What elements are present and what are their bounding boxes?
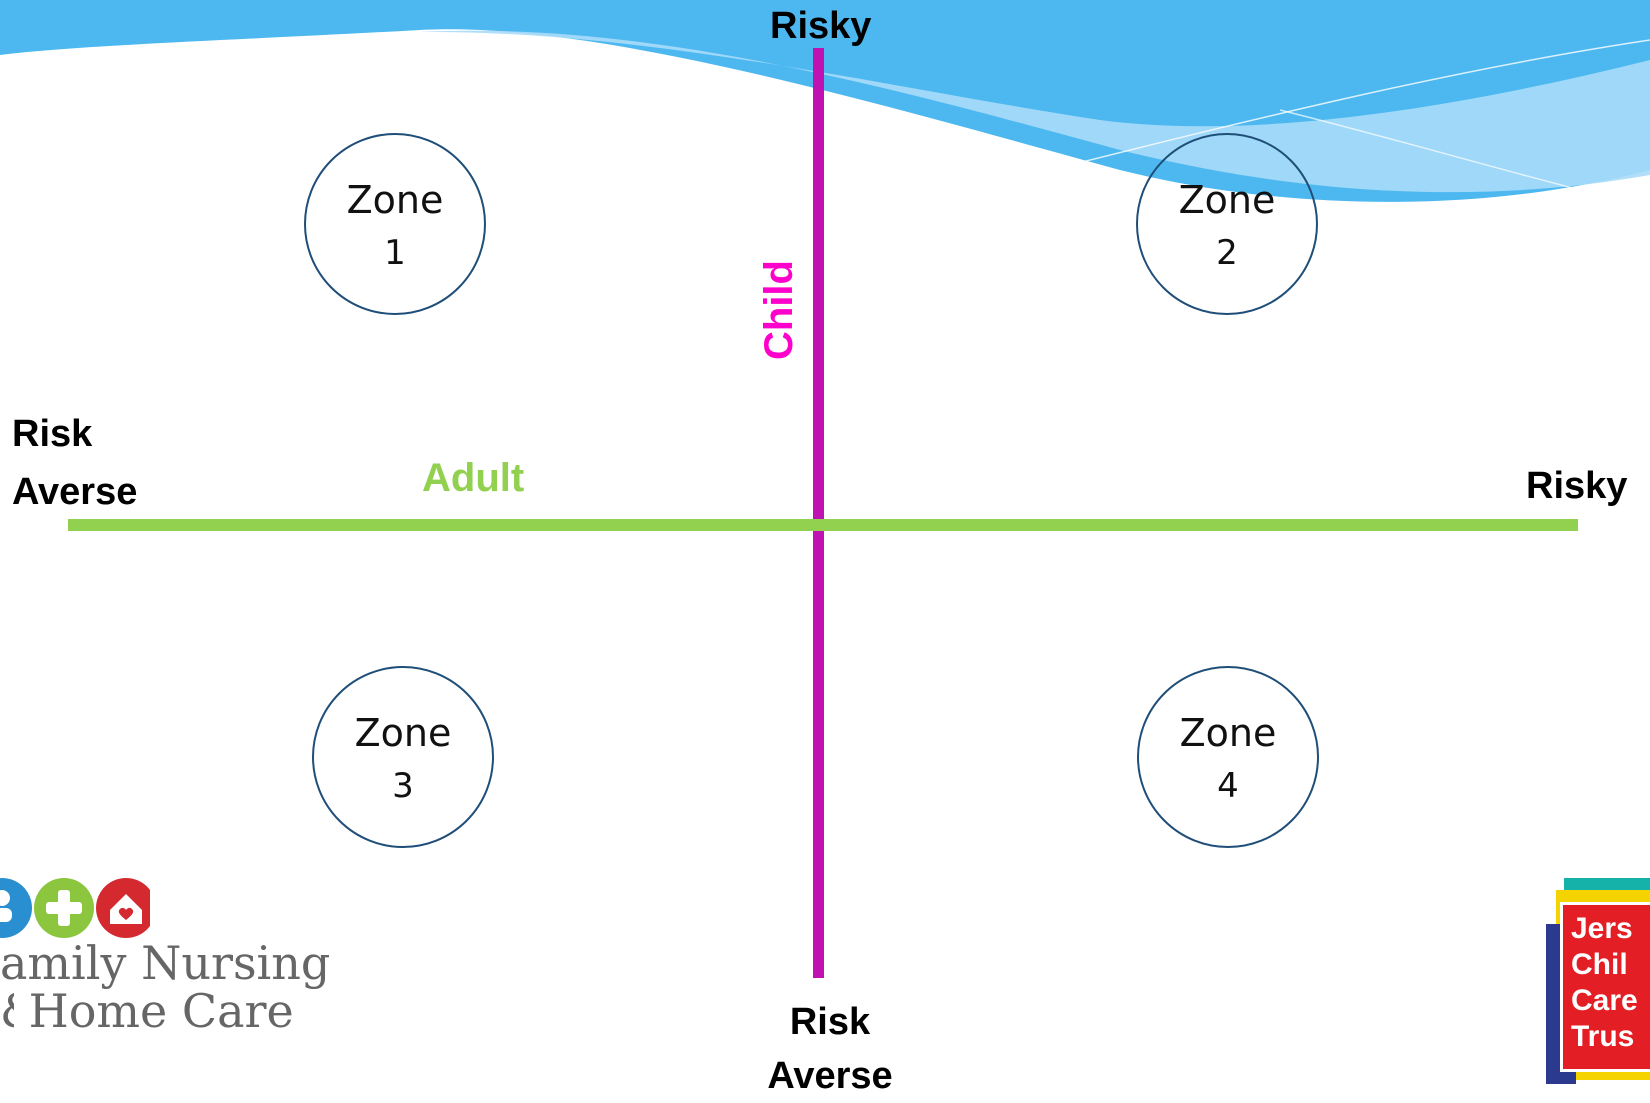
people-icon [0,878,32,938]
ampersand-fragment-icon: & [0,984,14,1038]
zone-3: Zone 3 [312,666,494,848]
jersey-trust-logo: Jers Chil Care Trus [1546,878,1650,1088]
family-nursing-line1: amily Nursing [0,936,331,990]
adult-axis-line [68,519,1578,531]
zone-1-word: Zone [346,178,444,222]
child-axis-name: Child [757,260,801,360]
zone-3-number: 3 [392,766,414,806]
right-risky-label: Risky [1526,465,1628,507]
zone-1-number: 1 [384,233,406,273]
trust-red-block: Jers Chil Care Trus [1560,902,1650,1072]
zone-4-word: Zone [1179,711,1277,755]
family-nursing-line2-wrap: & Home Care [0,984,294,1038]
zone-1: Zone 1 [304,133,486,315]
trust-teal-bar [1564,878,1650,892]
zone-4: Zone 4 [1137,666,1319,848]
adult-axis-name: Adult [422,456,525,500]
plus-icon [34,878,94,938]
trust-line-4: Trus [1571,1020,1635,1053]
family-nursing-line2: Home Care [28,984,294,1038]
trust-line-2: Chil [1571,948,1628,981]
bottom-risk-averse-label: Risk Averse [767,1001,893,1097]
zone-2: Zone 2 [1136,133,1318,315]
family-nursing-logo: amily Nursing & Home Care [0,868,360,1048]
child-axis-line [813,48,824,978]
heart-house-icon [96,878,150,938]
zone-4-number: 4 [1217,766,1239,806]
left-risk-averse-label: Risk Averse [12,413,138,513]
trust-line-1: Jers [1571,912,1633,945]
zone-2-number: 2 [1216,233,1238,273]
zone-3-word: Zone [354,711,452,755]
trust-line-3: Care [1571,984,1638,1017]
zone-2-word: Zone [1178,178,1276,222]
top-risky-label: Risky [770,5,872,47]
